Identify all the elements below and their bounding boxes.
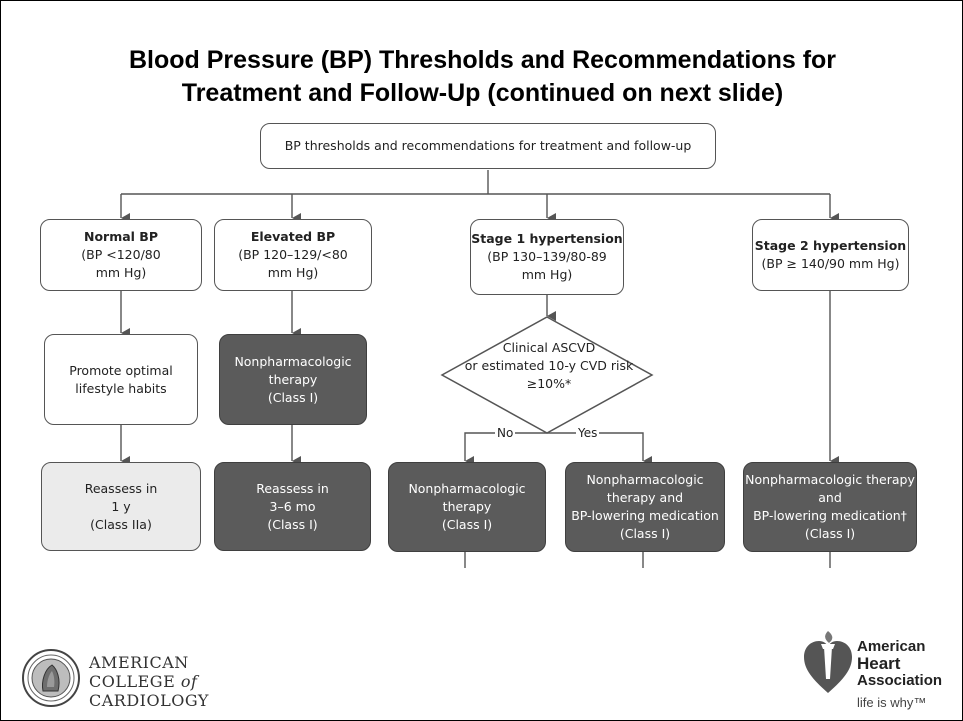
decision-yes-label: Yes	[576, 426, 600, 440]
category-normal-bp-detail-2: mm Hg)	[95, 265, 147, 280]
stage1-yes-outcome: Nonpharmacologic therapy and BP-lowering…	[565, 462, 725, 552]
decision-line-3: ≥10%*	[526, 376, 572, 391]
category-elevated-bp-detail-2: mm Hg)	[267, 265, 319, 280]
aha-tagline: life is why™	[857, 695, 927, 710]
category-normal-bp-detail-1: (BP <120/80	[81, 247, 161, 262]
normal-followup-line-1: Reassess in	[84, 480, 158, 496]
acc-wordmark: AMERICAN COLLEGE of CARDIOLOGY	[89, 653, 209, 710]
stage2-outcome-line-2: and	[818, 490, 842, 505]
aha-line-2: Heart	[857, 654, 901, 673]
category-elevated-bp-name: Elevated BP	[250, 229, 336, 244]
stage1-yes-line-4: (Class I)	[619, 526, 671, 541]
stage2-outcome-line-1: Nonpharmacologic therapy	[745, 472, 915, 487]
elevated-followup-line-1: Reassess in	[256, 480, 329, 496]
stage2-outcome-line-3: BP-lowering medication†	[753, 508, 907, 523]
normal-followup-line-3: (Class IIa)	[90, 516, 152, 532]
elevated-action-line-1: Nonpharmacologic	[234, 353, 352, 369]
normal-action-line-1: Promote optimal	[69, 362, 173, 378]
acc-line-1: AMERICAN	[89, 653, 189, 672]
slide-title-line-2: Treatment and Follow-Up (continued on ne…	[181, 79, 784, 107]
normal-reassess: Reassess in 1 y (Class IIa)	[41, 462, 201, 551]
root-node-text: BP thresholds and recommendations for tr…	[284, 138, 692, 153]
category-stage2-hypertension: Stage 2 hypertension (BP ≥ 140/90 mm Hg)	[752, 219, 909, 291]
category-stage1-detail-2: mm Hg)	[521, 267, 573, 282]
aha-wordmark: American Heart Association	[857, 638, 942, 689]
stage1-yes-line-3: BP-lowering medication	[571, 508, 719, 523]
decision-no-label: No	[495, 426, 516, 440]
aha-heart-torch-icon	[804, 631, 852, 693]
category-elevated-bp: Elevated BP (BP 120–129/<80 mm Hg)	[214, 219, 372, 291]
acc-line-2b: of	[180, 672, 198, 691]
acc-seal-icon	[22, 649, 80, 707]
normal-action-line-2: lifestyle habits	[75, 380, 167, 396]
stage1-no-line-2: therapy	[442, 499, 492, 514]
normal-promote-lifestyle: Promote optimal lifestyle habits	[44, 334, 198, 425]
elevated-action-line-3: (Class I)	[267, 389, 319, 405]
acc-line-2a: COLLEGE	[89, 672, 181, 691]
stage1-yes-line-1: Nonpharmacologic	[586, 472, 704, 487]
decision-line-2: or estimated 10-y CVD risk	[464, 358, 634, 373]
stage1-no-outcome: Nonpharmacologic therapy (Class I)	[388, 462, 546, 552]
category-stage1-name: Stage 1 hypertension	[471, 231, 623, 246]
stage2-outcome-line-4: (Class I)	[804, 526, 856, 541]
decision-text: Clinical ASCVD or estimated 10-y CVD ris…	[445, 339, 653, 393]
stage1-no-line-1: Nonpharmacologic	[408, 481, 526, 496]
category-stage1-hypertension: Stage 1 hypertension (BP 130–139/80-89 m…	[470, 219, 624, 295]
category-normal-bp: Normal BP (BP <120/80 mm Hg)	[40, 219, 202, 291]
decision-diamond	[440, 316, 654, 434]
stage2-outcome: Nonpharmacologic therapy and BP-lowering…	[743, 462, 917, 552]
category-stage2-name: Stage 2 hypertension	[754, 238, 907, 253]
acc-line-3: CARDIOLOGY	[89, 691, 209, 710]
slide-title-line-1: Blood Pressure (BP) Thresholds and Recom…	[128, 46, 837, 74]
elevated-followup-line-3: (Class I)	[267, 516, 318, 532]
normal-followup-line-2: 1 y	[111, 498, 131, 514]
stage1-no-line-3: (Class I)	[441, 517, 493, 532]
elevated-followup-line-2: 3–6 mo	[269, 498, 316, 514]
category-stage2-detail-1: (BP ≥ 140/90 mm Hg)	[761, 256, 900, 271]
decision-line-1: Clinical ASCVD	[502, 340, 596, 355]
elevated-action-line-2: therapy	[268, 371, 318, 387]
arrow-decision-no	[464, 432, 547, 466]
aha-line-3: Association	[857, 672, 943, 689]
category-elevated-bp-detail-1: (BP 120–129/<80	[238, 247, 348, 262]
aha-line-1: American	[857, 638, 926, 655]
stage1-yes-line-2: therapy and	[606, 490, 684, 505]
category-stage1-detail-1: (BP 130–139/80-89	[487, 249, 607, 264]
elevated-nonpharm-therapy: Nonpharmacologic therapy (Class I)	[219, 334, 367, 425]
root-node: BP thresholds and recommendations for tr…	[260, 123, 716, 169]
category-normal-bp-name: Normal BP	[84, 229, 158, 244]
elevated-reassess: Reassess in 3–6 mo (Class I)	[214, 462, 371, 551]
